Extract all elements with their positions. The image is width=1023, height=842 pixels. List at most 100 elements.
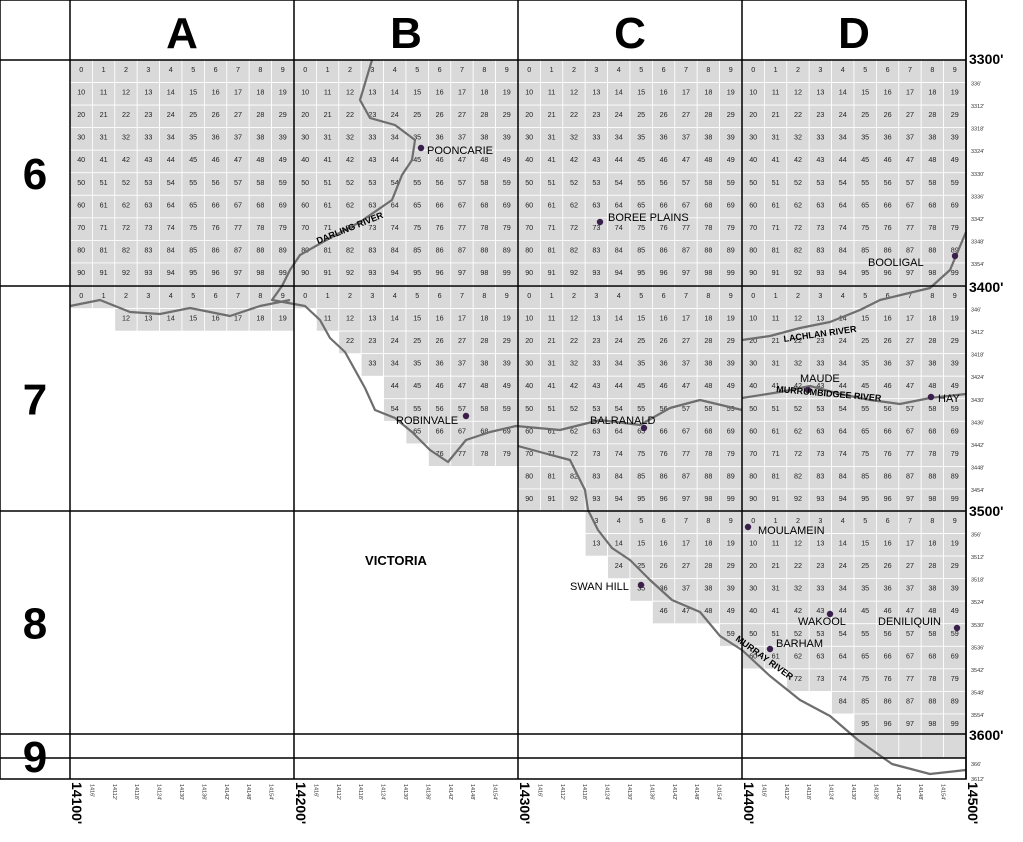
cell-number: 12 <box>570 88 578 97</box>
cell-number: 37 <box>458 133 466 142</box>
cell-number: 48 <box>928 381 936 390</box>
cell-number: 26 <box>660 561 668 570</box>
cell-number: 61 <box>324 200 332 209</box>
cell-number: 16 <box>212 314 220 323</box>
cell-number: 88 <box>704 471 712 480</box>
cell-number: 27 <box>906 561 914 570</box>
cell-number: 94 <box>615 494 623 503</box>
cell-number: 5 <box>415 65 419 74</box>
cell-number: 95 <box>861 494 869 503</box>
cell-number: 33 <box>816 133 824 142</box>
cell-number: 58 <box>256 178 264 187</box>
cell-number: 79 <box>503 223 511 232</box>
cell-number: 38 <box>928 359 936 368</box>
cell-number: 65 <box>637 426 645 435</box>
cell-number: 65 <box>413 426 421 435</box>
longitude-label-minor: 14154' <box>268 784 274 800</box>
cell-number: 18 <box>704 314 712 323</box>
cell-number: 74 <box>839 223 847 232</box>
cell-number: 40 <box>525 155 533 164</box>
cell-number: 49 <box>951 606 959 615</box>
cell-number: 90 <box>525 494 533 503</box>
cell-number: 28 <box>480 110 488 119</box>
cell-number: 3 <box>818 65 822 74</box>
cell-number: 52 <box>794 629 802 638</box>
cell-number: 68 <box>480 200 488 209</box>
cell-number: 67 <box>682 426 690 435</box>
cell-number: 80 <box>525 471 533 480</box>
cell-number: 56 <box>884 178 892 187</box>
cell-number: 15 <box>413 314 421 323</box>
cell-number: 47 <box>234 155 242 164</box>
cell-number: 41 <box>772 381 780 390</box>
cell-number: 18 <box>480 314 488 323</box>
cell-number: 11 <box>772 314 779 323</box>
cell-number: 38 <box>704 133 712 142</box>
cell-number: 12 <box>346 314 354 323</box>
cell-number: 48 <box>480 155 488 164</box>
cell-number: 2 <box>124 65 128 74</box>
cell-number: 68 <box>480 426 488 435</box>
cell-number: 1 <box>102 291 106 300</box>
cell-number: 32 <box>346 133 354 142</box>
cell-number: 10 <box>301 88 309 97</box>
cell-number: 3 <box>594 65 598 74</box>
cell-number: 92 <box>794 268 802 277</box>
longitude-label-minor: 14118' <box>805 784 811 800</box>
cell-number: 77 <box>906 674 914 683</box>
cell-number: 13 <box>816 88 824 97</box>
cell-number: 60 <box>749 426 757 435</box>
cell-number: 47 <box>906 381 914 390</box>
cell-number: 9 <box>729 65 733 74</box>
longitude-label-minor: 14148' <box>469 784 475 800</box>
cell-number: 35 <box>861 359 869 368</box>
cell-number: 6 <box>438 65 442 74</box>
cell-number: 67 <box>234 200 242 209</box>
cell-number: 47 <box>682 381 690 390</box>
cell-number: 45 <box>189 155 197 164</box>
cell-number: 11 <box>324 88 331 97</box>
longitude-label-minor: 14136' <box>648 784 654 800</box>
cell-number: 96 <box>436 268 444 277</box>
cell-number: 93 <box>592 494 600 503</box>
cell-number: 7 <box>684 65 688 74</box>
cell-number: 93 <box>816 268 824 277</box>
cell-number: 41 <box>772 155 780 164</box>
cell-number: 99 <box>503 268 511 277</box>
cell-number: 40 <box>301 155 309 164</box>
cell-number: 68 <box>928 651 936 660</box>
cell-number: 48 <box>480 381 488 390</box>
cell-number: 94 <box>167 268 175 277</box>
cell-number: 28 <box>256 110 264 119</box>
cell-number: 69 <box>503 426 511 435</box>
cell-number: 3 <box>370 65 374 74</box>
longitude-label-minor: 1416' <box>88 784 94 797</box>
cell-number: 25 <box>861 561 869 570</box>
cell-number: 76 <box>212 223 220 232</box>
cell-number: 55 <box>413 404 421 413</box>
cell-number: 53 <box>592 404 600 413</box>
cell-number: 34 <box>167 133 175 142</box>
cell-number: 21 <box>100 110 108 119</box>
longitude-label-minor: 1416' <box>760 784 766 797</box>
cell-number: 28 <box>928 561 936 570</box>
cell-number: 15 <box>189 314 197 323</box>
town-label: WAKOOL <box>798 616 846 628</box>
cell-number: 28 <box>928 110 936 119</box>
cell-number: 78 <box>480 223 488 232</box>
cell-number: 56 <box>212 178 220 187</box>
cell-number: 57 <box>906 404 914 413</box>
cell-number: 85 <box>861 245 869 254</box>
cell-number: 97 <box>458 268 466 277</box>
cell-number: 18 <box>256 88 264 97</box>
cell-number: 25 <box>861 110 869 119</box>
cell-number: 32 <box>794 359 802 368</box>
cell-number: 13 <box>368 314 376 323</box>
cell-number: 13 <box>368 88 376 97</box>
cell-number: 83 <box>144 245 152 254</box>
latitude-label-major: 3600' <box>969 727 1003 743</box>
cell-number: 27 <box>682 110 690 119</box>
town-label: SWAN HILL <box>570 581 629 593</box>
cell-number: 65 <box>637 200 645 209</box>
longitude-label-minor: 14124' <box>604 784 610 800</box>
